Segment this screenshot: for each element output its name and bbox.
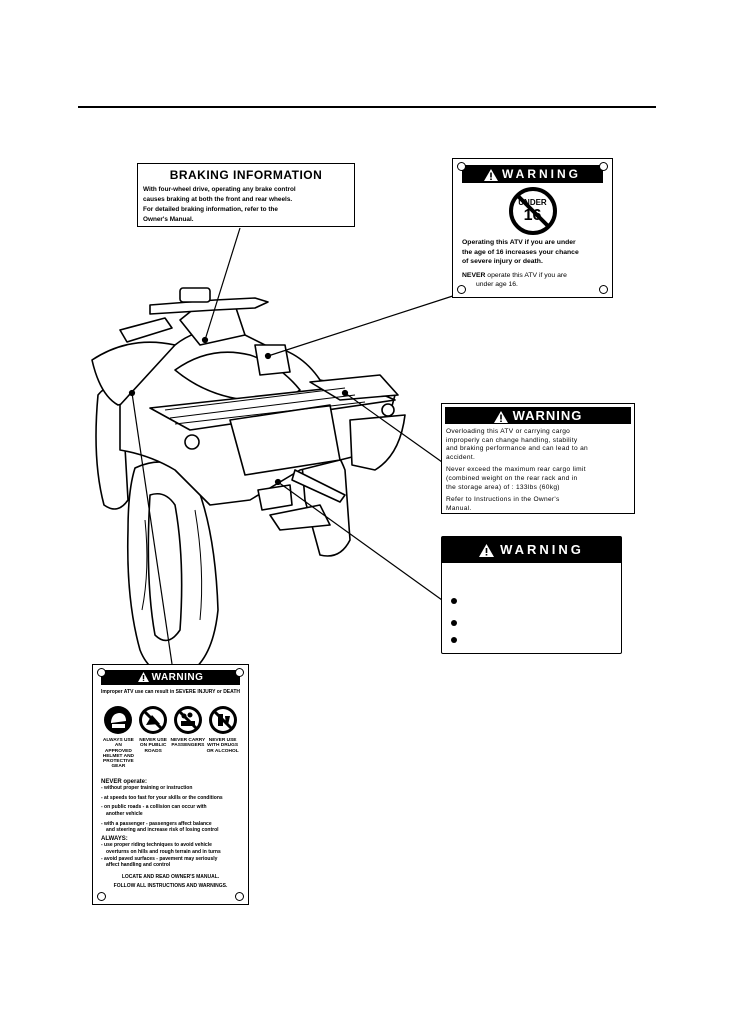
mount-hole (235, 892, 244, 901)
age-line-4: operate this ATV if you are (485, 271, 567, 279)
never-item-3-a: - on public roads - a collision can occu… (101, 804, 207, 811)
cargo-p2-a: Never exceed the maximum rear cargo limi… (446, 466, 586, 474)
cargo-p2-b: (combined weight on the rear rack and in (446, 474, 578, 482)
mount-hole (599, 162, 608, 171)
front-rack (119, 317, 173, 343)
footer-line-1: LOCATE AND READ OWNER'S MANUAL. (121, 873, 220, 880)
never-operate-heading: NEVER operate: (101, 778, 148, 785)
storage-box (254, 344, 291, 376)
mount-hole (97, 892, 106, 901)
always-item-1-b: overturns on hills and rough terrain and… (106, 848, 221, 855)
age-warning-label: WARNING UNDER 16 Operating this ATV if y… (452, 158, 613, 298)
warning-triangle-icon (137, 672, 149, 683)
cargo-p3-b: Manual. (446, 504, 472, 512)
mount-hole (599, 285, 608, 294)
braking-information-label: BRAKING INFORMATION With four-wheel driv… (137, 163, 355, 227)
age-never: NEVER (462, 271, 486, 279)
hot-bullet-2 (451, 614, 621, 631)
braking-line-4: Owner's Manual. (143, 216, 194, 223)
always-item-2-a: - avoid paved surfaces - pavement may se… (101, 855, 218, 862)
no-passengers-pictogram: NEVER CARRY PASSENGERS (171, 705, 205, 770)
top-rule (78, 106, 656, 108)
cargo-warning-header: WARNING (445, 407, 631, 424)
no-passenger-icon (173, 706, 202, 734)
never-item-2: - at speeds too fast for your skills or … (101, 794, 223, 801)
braking-title: BRAKING INFORMATION (169, 168, 323, 182)
general-warning-label: WARNING Improper ATV use can result in S… (92, 664, 249, 905)
always-item-1-a: - use proper riding techniques to avoid … (101, 842, 212, 849)
hot-bullet-1 (451, 592, 621, 614)
no-drugs-alcohol-pictogram: NEVER USE WITH DRUGS OR ALCOHOL (205, 705, 240, 770)
age-warning-header: WARNING (462, 165, 603, 183)
age-line-1: Operating this ATV if you are under (462, 239, 576, 246)
cargo-p3-a: Refer to Instructions in the Owner's (446, 496, 560, 504)
always-item-2-b: affect handling and control (106, 862, 171, 869)
age-warning-title: WARNING (502, 167, 581, 181)
general-intro: Improper ATV use can result in SEVERE IN… (100, 689, 241, 695)
warning-triangle-icon (493, 410, 508, 423)
cargo-p1-b: improperly can change handling, stabilit… (446, 436, 578, 444)
badge-16: 16 (523, 207, 542, 224)
braking-line-1: With four-wheel drive, operating any bra… (143, 186, 296, 193)
no-road-icon (139, 706, 168, 734)
hot-warning-title: WARNING (500, 542, 584, 557)
badge-under: UNDER (518, 198, 547, 207)
never-item-4-b: and steering and increase risk of losing… (106, 827, 219, 834)
age-line-3: of severe injury or death. (462, 258, 543, 265)
mount-hole (457, 162, 466, 171)
warning-triangle-icon (479, 544, 495, 558)
never-item-3-b: another vehicle (106, 810, 143, 817)
cargo-warning-label: WARNING Overloading this ATV or carrying… (441, 403, 635, 514)
hot-parts-warning-label: WARNING (441, 536, 622, 654)
handlebar (149, 297, 269, 315)
under-16-badge: UNDER 16 (503, 186, 563, 236)
general-warning-header: WARNING (101, 670, 240, 685)
warning-triangle-icon (484, 168, 498, 181)
no-alcohol-icon (208, 706, 237, 734)
age-line-5: under age 16. (476, 281, 518, 288)
no-public-roads-pictogram: NEVER USE ON PUBLIC ROADS (136, 705, 171, 770)
mount-hole (457, 285, 466, 294)
general-warning-title: WARNING (151, 672, 204, 683)
cargo-p1-a: Overloading this ATV or carrying cargo (446, 428, 571, 435)
no-under-16-icon (508, 187, 557, 235)
cargo-p2-c: the storage area) of : 133lbs (60kg) (446, 483, 560, 491)
always-heading: ALWAYS: (101, 835, 128, 842)
braking-line-3: For detailed braking information, refer … (143, 206, 278, 213)
never-item-4-a: - with a passenger - passengers affect b… (101, 820, 212, 827)
age-line-2: the age of 16 increases your chance (462, 248, 579, 256)
braking-line-2: causes braking at both the front and rea… (143, 196, 293, 203)
cargo-warning-title: WARNING (512, 408, 583, 423)
cargo-p1-c: and braking performance and can lead to … (446, 445, 588, 453)
mount-hole (97, 668, 106, 677)
mount-hole (235, 668, 244, 677)
hot-warning-header: WARNING (442, 537, 621, 563)
never-item-1: - without proper training or instruction (101, 785, 193, 792)
footer-line-2: FOLLOW ALL INSTRUCTIONS AND WARNINGS. (113, 883, 228, 890)
hot-bullet-3 (451, 631, 621, 649)
helmet-pictogram: ALWAYS USE AN APPROVED HELMET AND PROTEC… (101, 705, 136, 770)
helmet-icon (104, 706, 133, 734)
cargo-p1-d: accident. (446, 453, 476, 461)
